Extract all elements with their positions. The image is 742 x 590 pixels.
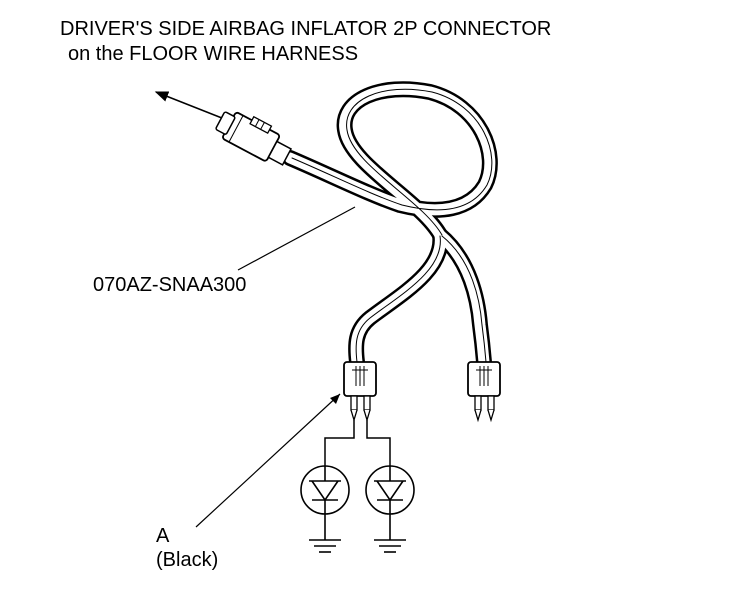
ground-icon-right bbox=[374, 539, 406, 553]
callout-a-arrowhead bbox=[330, 394, 340, 404]
part-number-label: 070AZ-SNAA300 bbox=[93, 274, 247, 296]
wire-harness bbox=[282, 81, 498, 370]
callout-a-letter: A bbox=[156, 525, 170, 547]
diode-icon-left bbox=[300, 465, 350, 540]
diagram-title-line1: DRIVER'S SIDE AIRBAG INFLATOR 2P CONNECT… bbox=[60, 18, 552, 40]
connector-a-icon bbox=[343, 361, 377, 423]
part-number-leader bbox=[237, 206, 356, 271]
main-connector-icon bbox=[215, 111, 293, 166]
diode-icon-right bbox=[365, 465, 415, 540]
test-circuit bbox=[324, 420, 391, 466]
callout-a-leader bbox=[195, 393, 341, 528]
ground-icon-left bbox=[309, 539, 341, 553]
callout-a-color-note: (Black) bbox=[156, 549, 219, 571]
diagram-title-line2: on the FLOOR WIRE HARNESS bbox=[68, 43, 359, 65]
connector-right-icon bbox=[467, 361, 501, 423]
direction-arrow-icon bbox=[154, 91, 233, 123]
